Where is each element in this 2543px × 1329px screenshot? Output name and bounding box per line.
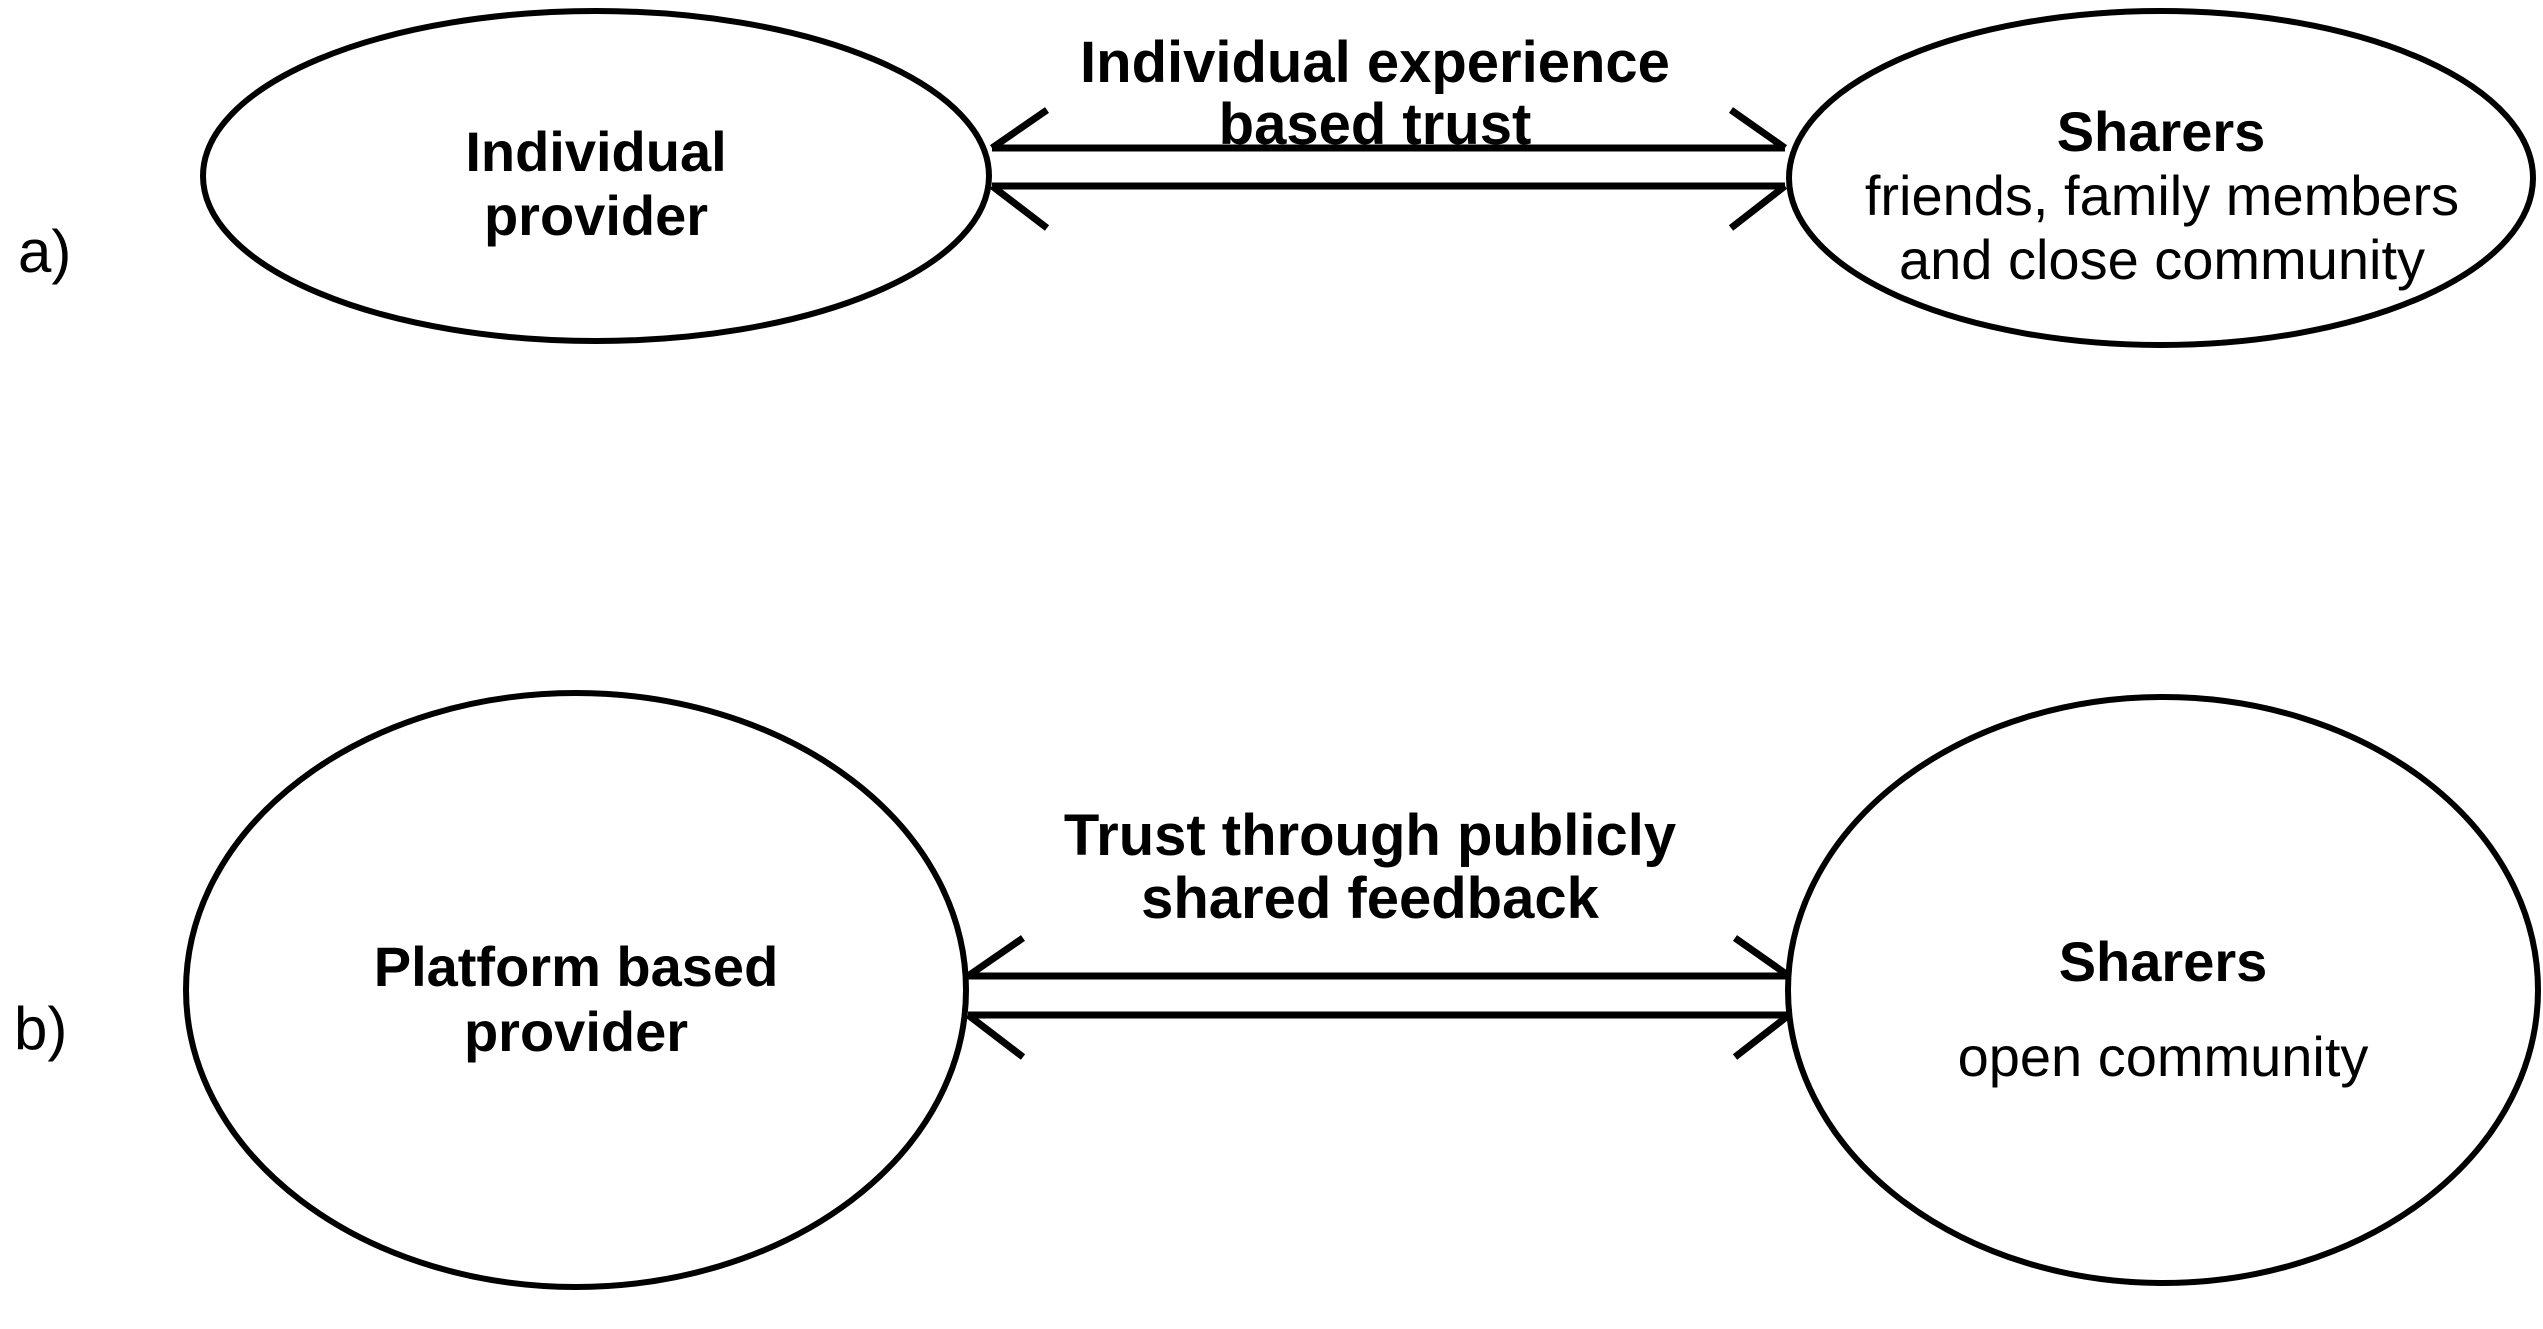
- panel-a-right-node-subline1: friends, family members: [1864, 164, 2460, 227]
- panel-a-right-node-title: Sharers: [2056, 100, 2266, 163]
- panel-a-right-node-subline2: and close community: [1898, 228, 2425, 291]
- panel-a-left-node-title: Individual: [465, 120, 727, 183]
- panel-a-right-ellipse: [1786, 8, 2536, 348]
- panel-b-edge-label-line1: Trust through publicly: [1063, 803, 1677, 868]
- panel-b-left-node-title: Platform based: [373, 935, 779, 998]
- panel-a-arrowhead-left-upper-barb: [990, 107, 1049, 151]
- panel-a-left-node-title2: provider: [483, 184, 709, 247]
- panel-b-left-node-title2: provider: [463, 1000, 689, 1063]
- panel-a-arrowhead-right-upper-barb: [1728, 107, 1788, 151]
- panel-a-edge-label-line1: Individual experience: [1080, 30, 1670, 95]
- panel-a-arrowhead-left-lower-barb: [989, 183, 1050, 231]
- panel-b-left-ellipse: [183, 690, 969, 1290]
- panel-b-arrowhead-left-lower-barb: [965, 1012, 1026, 1060]
- panel-b-letter: b): [14, 995, 68, 1062]
- panel-b-right-node-title: Sharers: [2058, 930, 2268, 993]
- panel-b-arrowhead-right-upper-barb: [1732, 935, 1792, 979]
- panel-b-edge-label-line2: shared feedback: [1141, 866, 1599, 931]
- panel-b-right-ellipse: [1785, 694, 2541, 1286]
- panel-a-arrowhead-right-lower-barb: [1728, 183, 1788, 231]
- panel-a-letter: a): [18, 218, 72, 285]
- panel-b-arrowhead-left-upper-barb: [966, 935, 1025, 979]
- panel-b-right-node-subline1: open community: [1957, 1025, 2369, 1088]
- panel-a-edge-label-line2: based trust: [1218, 92, 1532, 157]
- panel-b-arrowhead-right-lower-barb: [1732, 1012, 1792, 1060]
- panel-a-left-ellipse: [200, 8, 992, 344]
